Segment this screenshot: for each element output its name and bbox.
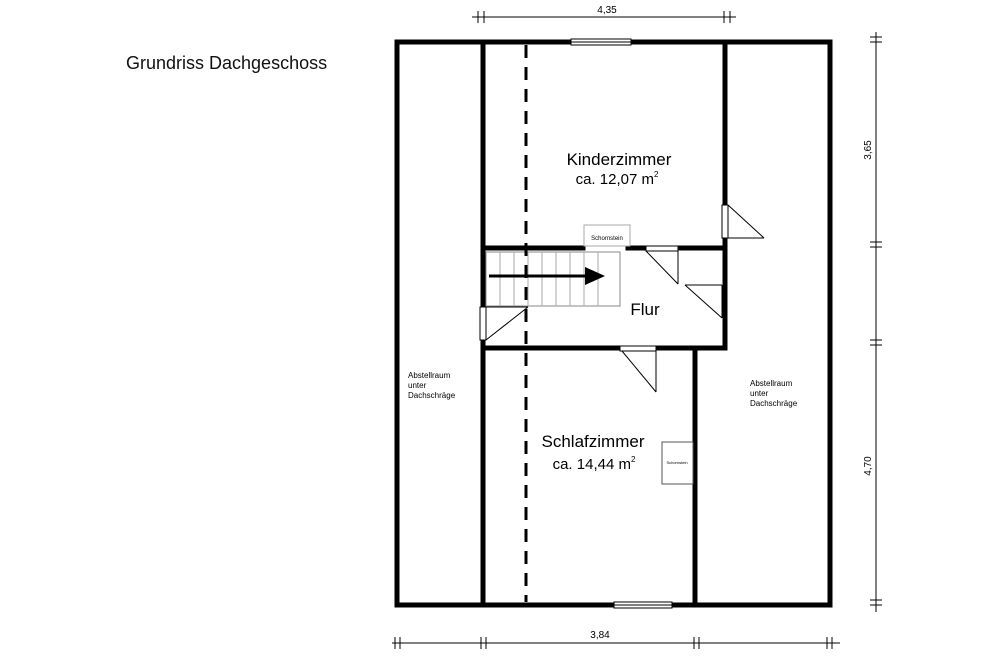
room-name-kinderzimmer: Kinderzimmer [567,150,672,169]
window-top [570,38,632,46]
abstell-right-line3: Dachschräge [750,399,798,408]
chimney-bottom-label: Schornstein [666,460,687,465]
dimension-top [472,11,736,23]
abstell-right-line1: Abstellraum [750,379,793,388]
walls [394,39,833,608]
door-kinderzimmer-right [721,204,765,239]
dimension-right-upper-label: 3,65 [863,140,874,160]
door-flur-left [479,306,529,341]
area-unit-sup-kinderzimmer: 2 [654,170,659,179]
dimension-bottom [392,637,840,649]
abstell-right-line2: unter [750,389,769,398]
door-kinderzimmer-flur [645,245,679,285]
window-bottom [613,601,673,609]
area-unit-sup-schlafzimmer: 2 [631,455,636,464]
dimension-top-label: 4,35 [597,5,617,16]
chimney-top: Schornstein [583,224,631,247]
abstell-left-line1: Abstellraum [408,371,451,380]
room-area-kinderzimmer: ca. 12,07 m2 [576,170,659,188]
chimney-bottom: Schornstein [661,441,694,485]
plan-title: Grundriss Dachgeschoss [126,53,328,73]
door-schlafzimmer [619,345,657,393]
room-area-schlafzimmer: ca. 14,44 m2 [553,455,636,473]
room-label-abstellraum-right: Abstellraum unter Dachschräge [750,379,798,408]
dimension-right-lower-label: 4,70 [863,456,874,476]
abstell-left-line2: unter [408,381,427,390]
stair-direction-arrow [489,267,605,285]
area-value-kinderzimmer: ca. 12,07 m [576,171,654,188]
staircase [485,251,621,307]
room-name-schlafzimmer: Schlafzimmer [542,432,645,451]
door-flur-right [684,284,723,319]
abstell-left-line3: Dachschräge [408,391,456,400]
room-name-flur: Flur [630,300,660,319]
dimension-bottom-label: 3,84 [590,630,610,641]
area-value-schlafzimmer: ca. 14,44 m [553,456,631,473]
dimension-right [870,32,882,612]
chimney-top-label: Schornstein [591,236,623,242]
room-label-abstellraum-left: Abstellraum unter Dachschräge [408,371,456,400]
